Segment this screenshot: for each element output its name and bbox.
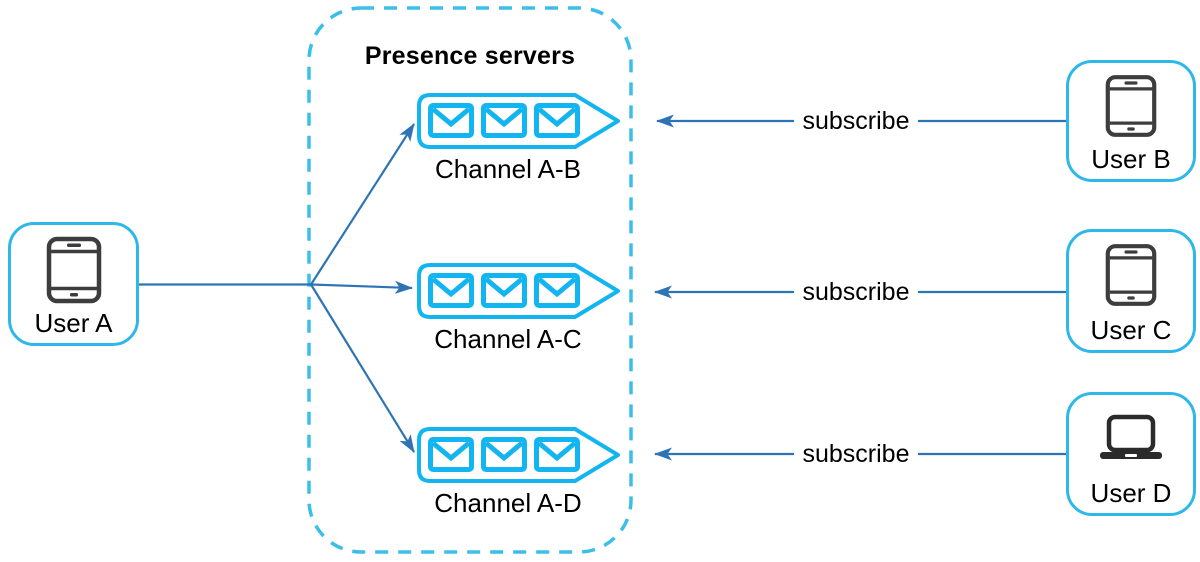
envelope-icon — [481, 103, 527, 138]
envelope-icon — [428, 437, 474, 472]
user-a-label: User A — [34, 308, 113, 338]
channel-a-b-label: Channel A-B — [435, 154, 581, 184]
user-b-label: User B — [1091, 144, 1171, 174]
smartphone-icon — [1105, 244, 1157, 306]
user-d-box: User D — [1066, 392, 1196, 516]
smartphone-icon — [46, 236, 101, 304]
channel-a-c-queue-shape — [417, 263, 620, 319]
publish-arrow-channel-a-d — [310, 283, 415, 453]
user-d-label: User D — [1090, 478, 1172, 508]
user-a-box: User A — [8, 222, 139, 346]
subscribe-label-user-d: subscribe — [794, 439, 918, 469]
user-b-box: User B — [1066, 60, 1196, 182]
envelope-icon — [534, 273, 580, 308]
publish-arrow-channel-a-c — [310, 280, 413, 294]
laptop-icon — [1100, 414, 1162, 459]
envelope-icon — [481, 273, 527, 308]
envelope-icon — [428, 103, 474, 138]
envelope-icon — [534, 103, 580, 138]
presence-servers-title: Presence servers — [364, 42, 576, 70]
subscribe-label-user-c: subscribe — [794, 277, 918, 307]
envelope-icon — [428, 273, 474, 308]
envelope-icon — [481, 437, 527, 472]
channel-a-c-label: Channel A-C — [434, 324, 582, 354]
envelope-icon — [534, 437, 580, 472]
channel-a-d-label: Channel A-D — [434, 488, 582, 518]
subscribe-label-user-b: subscribe — [794, 106, 918, 136]
publish-arrow-channel-a-b — [310, 123, 415, 286]
channel-a-d-queue-shape — [417, 427, 620, 483]
smartphone-icon — [1105, 75, 1157, 137]
channel-a-b-queue-shape — [417, 93, 620, 149]
user-c-label: User C — [1090, 315, 1172, 345]
user-c-box: User C — [1066, 229, 1196, 353]
presence-servers-group-border — [307, 6, 633, 554]
